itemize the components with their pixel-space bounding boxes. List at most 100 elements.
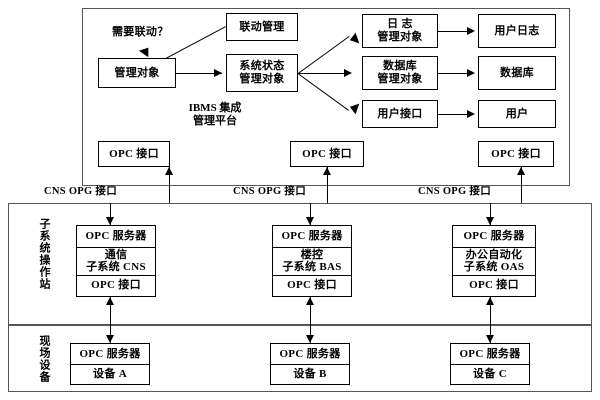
- connector-object-to-state: [176, 73, 222, 74]
- subsystem-name-line1: 办公自动化: [465, 248, 523, 261]
- device-name-row: 设备 A: [71, 363, 149, 384]
- device-stack-c[interactable]: OPC 服务器 设备 C: [450, 343, 530, 385]
- device-server-row: OPC 服务器: [451, 344, 529, 364]
- box-label: 用户: [505, 107, 529, 120]
- arrowhead-bus-to-opc-oas: [517, 167, 525, 175]
- connector-field-to-cns-interface: [110, 297, 111, 325]
- device-name-label: 设备 C: [473, 368, 507, 380]
- box-log-object[interactable]: 日 志 管理对象: [362, 14, 438, 48]
- box-label: 联动管理: [239, 20, 285, 33]
- connector-to-device-c: [490, 325, 491, 343]
- arrowhead-dbobj-to-db: [467, 69, 475, 77]
- connector-to-device-a: [110, 325, 111, 343]
- subsystem-name-line1: 通信: [104, 248, 128, 261]
- subsystem-name-line2: 子系统 BAS: [282, 261, 342, 274]
- subsystem-server-label: OPC 服务器: [85, 230, 147, 243]
- subsystem-server-label: OPC 服务器: [281, 230, 343, 243]
- arrowhead-to-device-c: [486, 335, 494, 343]
- bus-label-right: CNS OPG 接口: [418, 186, 492, 197]
- box-label: 数据库: [500, 66, 534, 79]
- arrowhead-field-to-oas-interface: [486, 297, 494, 305]
- ibms-platform-frame: [82, 8, 570, 186]
- box-user-interface[interactable]: 用户接口: [362, 100, 438, 128]
- subsystem-server-row: OPC 服务器: [77, 226, 155, 247]
- bus-label-center: CNS OPG 接口: [233, 186, 307, 197]
- band-label-subsystem-station: 子系统操作站: [38, 218, 50, 290]
- arrowhead-bus-to-opc-cns: [165, 167, 173, 175]
- device-server-row: OPC 服务器: [271, 344, 349, 364]
- box-label-line1: 系统状态: [239, 60, 285, 73]
- field-device-frame: [8, 325, 592, 392]
- subsystem-server-row: OPC 服务器: [273, 226, 351, 247]
- subsystem-stack-bas[interactable]: OPC 服务器 楼控 子系统 BAS OPC 接口: [272, 225, 352, 297]
- subsystem-interface-label: OPC 接口: [287, 279, 337, 292]
- device-name-label: 设备 A: [93, 368, 127, 380]
- opc-interface-platform-oas[interactable]: OPC 接口: [478, 141, 554, 167]
- box-label: 管理对象: [114, 66, 160, 79]
- subsystem-name-row: 通信 子系统 CNS: [77, 247, 155, 274]
- arrowhead-state-to-db: [344, 69, 352, 77]
- connector-bus-to-cns-server: [110, 203, 111, 225]
- connector-bus-to-opc-cns: [169, 167, 170, 203]
- device-server-label: OPC 服务器: [459, 347, 521, 360]
- opc-interface-platform-cns[interactable]: OPC 接口: [98, 141, 170, 167]
- subsystem-server-row: OPC 服务器: [453, 226, 535, 247]
- band-label-field-device: 现场设备: [38, 335, 50, 383]
- arrowhead-field-to-cns-interface: [106, 297, 114, 305]
- subsystem-interface-label: OPC 接口: [91, 279, 141, 292]
- subsystem-stack-oas[interactable]: OPC 服务器 办公自动化 子系统 OAS OPC 接口: [452, 225, 536, 297]
- arrowhead-bus-to-cns-server: [106, 217, 114, 225]
- device-name-label: 设备 B: [293, 368, 327, 380]
- box-label-line2: 管理对象: [377, 31, 423, 43]
- opc-interface-platform-bas[interactable]: OPC 接口: [290, 141, 364, 167]
- box-label: 用户接口: [377, 107, 423, 120]
- box-label-line1: 数据库: [383, 60, 417, 73]
- box-user[interactable]: 用户: [478, 100, 556, 128]
- box-label: OPC 接口: [491, 147, 541, 160]
- connector-to-device-b: [310, 325, 311, 343]
- subsystem-name-line2: 子系统 CNS: [86, 261, 146, 274]
- arrowhead-bus-to-bas-server: [306, 217, 314, 225]
- connector-state-to-db: [298, 73, 348, 74]
- arrowhead-bus-to-opc-bas: [323, 167, 331, 175]
- box-database-object[interactable]: 数据库 管理对象: [362, 56, 438, 90]
- subsystem-station-frame: [8, 203, 592, 325]
- box-label: OPC 接口: [302, 147, 352, 160]
- arrowhead-log-to-userlog: [467, 27, 475, 35]
- box-label: OPC 接口: [109, 147, 159, 160]
- platform-caption-line1: IBMS 集成: [188, 102, 242, 114]
- arrowhead-field-to-bas-interface: [306, 297, 314, 305]
- box-label-line2: 管理对象: [239, 73, 285, 85]
- connector-bus-to-opc-oas: [521, 167, 522, 203]
- decision-label: 需要联动？: [112, 26, 169, 38]
- device-name-row: 设备 B: [271, 363, 349, 384]
- subsystem-stack-cns[interactable]: OPC 服务器 通信 子系统 CNS OPC 接口: [76, 225, 156, 297]
- arrowhead-object-to-state: [214, 69, 222, 77]
- bus-label-left: CNS OPG 接口: [44, 186, 118, 197]
- connector-field-to-oas-interface: [490, 297, 491, 325]
- arrowhead-ui-to-user: [467, 110, 475, 118]
- box-user-log[interactable]: 用户日志: [478, 14, 556, 48]
- box-linkage-manager[interactable]: 联动管理: [226, 13, 298, 41]
- box-database[interactable]: 数据库: [478, 56, 556, 90]
- box-managed-object[interactable]: 管理对象: [98, 58, 176, 88]
- subsystem-interface-row: OPC 接口: [77, 274, 155, 296]
- platform-caption: IBMS 集成 管理平台: [160, 102, 270, 128]
- device-stack-b[interactable]: OPC 服务器 设备 B: [270, 343, 350, 385]
- subsystem-name-row: 楼控 子系统 BAS: [273, 247, 351, 274]
- connector-field-to-bas-interface: [310, 297, 311, 325]
- subsystem-name-line2: 子系统 OAS: [463, 261, 525, 274]
- connector-bus-to-opc-bas: [327, 167, 328, 203]
- device-server-row: OPC 服务器: [71, 344, 149, 364]
- arrowhead-to-device-a: [106, 335, 114, 343]
- subsystem-server-label: OPC 服务器: [463, 230, 525, 243]
- box-label-line1: 日 志: [387, 18, 413, 31]
- arrowhead-to-device-b: [306, 335, 314, 343]
- connector-log-to-userlog: [438, 31, 470, 32]
- connector-bus-to-bas-server: [310, 203, 311, 225]
- device-server-label: OPC 服务器: [79, 347, 141, 360]
- subsystem-interface-row: OPC 接口: [453, 274, 535, 296]
- device-stack-a[interactable]: OPC 服务器 设备 A: [70, 343, 150, 385]
- box-system-state-object[interactable]: 系统状态 管理对象: [226, 54, 298, 92]
